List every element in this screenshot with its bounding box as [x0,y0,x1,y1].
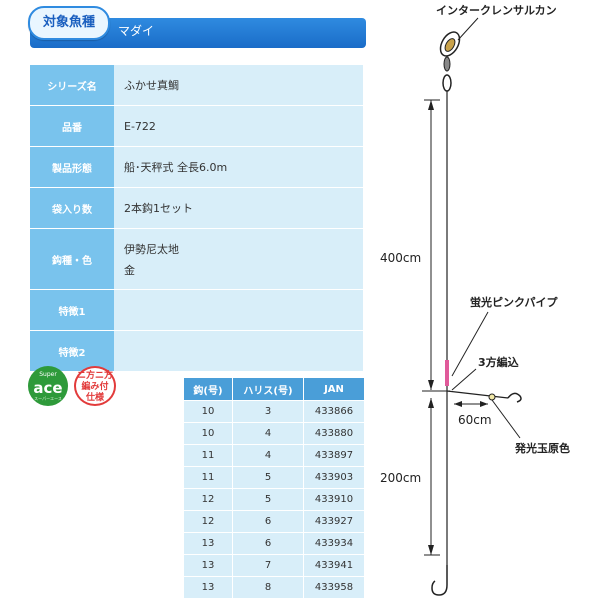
jan-cell: 433880 [303,422,365,445]
knot-leader-line [451,368,477,391]
spec-table: シリーズ名 ふかせ真鯛 品番 E-722 製品形態 船･天秤式 全長6.0m 袋… [30,64,363,372]
knot-logo-line1: ニ方ニ方 [76,371,113,381]
leader-size-cell: 6 [232,510,304,533]
braided-knot-logo: ニ方ニ方 編み付 仕様 [74,366,116,406]
hook-size-cell: 13 [183,554,233,577]
size-table-header: 鈎(号) ハリス(号) JAN [183,377,365,401]
leader-size-cell: 4 [232,444,304,467]
hook-size-cell: 10 [183,422,233,445]
lower-arrow-head [428,398,434,408]
jan-cell: 433897 [303,444,365,467]
branch-length-label: 60cm [458,413,492,427]
spec-value: 2本鈎1セット [114,187,363,229]
branch-line [446,390,509,399]
target-fish-badge: 対象魚種 [28,6,110,40]
pipe-leader-line [451,311,489,377]
hook-size-cell: 12 [183,488,233,511]
spec-row-quantity: 袋入り数 2本鈎1セット [30,187,363,229]
hook-size-cell: 11 [183,466,233,489]
ace-logo-bottom: スーパーエース [34,396,62,401]
spec-label: シリーズ名 [30,64,114,106]
hook-size-cell: 13 [183,532,233,555]
hook-size-cell: 13 [183,576,233,599]
spec-row-form: 製品形態 船･天秤式 全長6.0m [30,146,363,188]
spec-value: E-722 [114,105,363,147]
luminous-bead [488,393,496,401]
spec-label: 特徴1 [30,289,114,331]
branch-arrow-right [480,401,488,407]
spec-row-series: シリーズ名 ふかせ真鯛 [30,64,363,106]
ace-logo-top: Super [39,371,57,378]
spec-value: 船･天秤式 全長6.0m [114,146,363,188]
jan-cell: 433910 [303,488,365,511]
spec-value: ふかせ真鯛 [114,64,363,106]
jan-cell: 433934 [303,532,365,555]
bead-leader-line [491,399,521,439]
jan-cell: 433941 [303,554,365,577]
spec-label: 袋入り数 [30,187,114,229]
spec-label: 鈎種・色 [30,228,114,290]
spec-row-feature-1: 特徴1 [30,289,363,331]
leader-size-cell: 5 [232,488,304,511]
ace-logo-main: ace [33,379,63,397]
leader-size-cell: 8 [232,576,304,599]
knot-label: 3方編込 [478,355,519,369]
upper-arrow-tail [428,380,434,390]
spec-label: 製品形態 [30,146,114,188]
swivel-leader-line [457,17,479,41]
leader-size-cell: 5 [232,466,304,489]
main-hook-icon [431,565,448,596]
hook-size-cell: 11 [183,444,233,467]
hook-size-cell: 12 [183,510,233,533]
hook-size-cell: 10 [183,400,233,423]
jan-cell: 433958 [303,576,365,599]
spec-label: 品番 [30,105,114,147]
knot-logo-line2: 編み付 [81,382,109,392]
hook-type-value: 伊勢尼太地 [124,242,179,256]
spec-row-hook-type: 鈎種・色 伊勢尼太地 金 [30,228,363,290]
jan-cell: 433903 [303,466,365,489]
upper-arrow-head [428,100,434,110]
column-header-jan: JAN [303,377,365,401]
leader-size-cell: 7 [232,554,304,577]
branch-arrow-left [454,401,462,407]
knot-logo-line3: 仕様 [85,393,104,403]
super-ace-logo: Super ace スーパーエース [28,366,68,406]
swivel-label: インタークレンサルカン [436,4,557,17]
spec-value [114,289,363,331]
spec-label: 特徴2 [30,330,114,372]
lower-arrow-tail [428,545,434,555]
pink-pipe [445,360,449,386]
hook-color-value: 金 [124,263,135,277]
spec-row-feature-2: 特徴2 [30,330,363,372]
leader-size-cell: 4 [232,422,304,445]
pipe-label: 蛍光ピンクパイプ [470,295,558,309]
column-header-leader: ハリス(号) [232,377,304,401]
leader-size-cell: 3 [232,400,304,423]
leader-size-cell: 6 [232,532,304,555]
rig-diagram: インタークレンサルカン 400cm 蛍光ピンクパイプ 3方編込 60cm 発光玉… [380,4,570,596]
lower-length-label: 200cm [380,471,421,485]
swivel-icon [439,31,461,92]
upper-length-label: 400cm [380,251,421,265]
jan-cell: 433866 [303,400,365,423]
spec-value [114,330,363,372]
column-header-hook: 鈎(号) [183,377,233,401]
spec-value: 伊勢尼太地 金 [114,228,363,290]
spec-row-product-number: 品番 E-722 [30,105,363,147]
jan-cell: 433927 [303,510,365,533]
bead-label: 発光玉原色 [514,441,570,455]
target-fish-value: マダイ [118,24,155,38]
branch-hook-icon [507,392,522,403]
